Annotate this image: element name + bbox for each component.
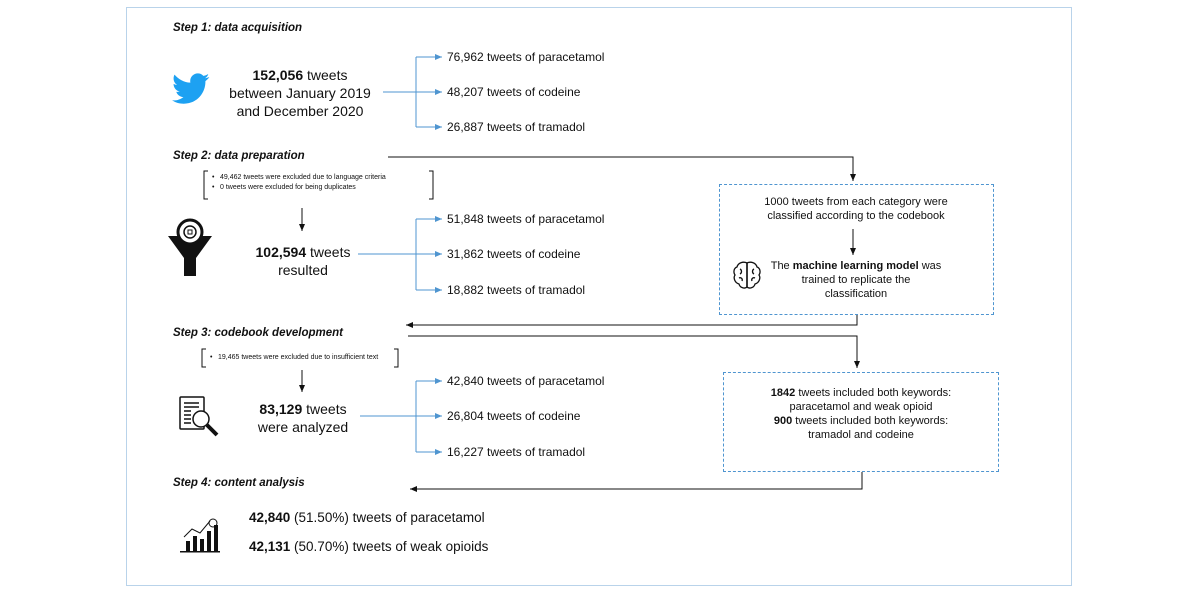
keywords-box-text: 1842 tweets included both keywords: para… (724, 386, 998, 442)
keywords-box (723, 372, 999, 472)
result-paracetamol: 42,840 (51.50%) tweets of paracetamol (249, 510, 485, 525)
kw-line2: paracetamol and weak opioid (789, 401, 933, 413)
stage2-count: 102,594 (255, 244, 307, 260)
ml-box-line3c: was (918, 260, 942, 272)
stage3-branch-codeine: 26,804 tweets of codeine (447, 409, 581, 423)
note-brackets (201, 170, 434, 368)
flow-arrows (299, 156, 863, 492)
brain-icon (733, 261, 761, 289)
stage2-note: 49,462 tweets were excluded due to langu… (212, 173, 386, 183)
step4-label: Step 4: content analysis (173, 477, 305, 489)
stage1-count: 152,056 (252, 67, 304, 83)
stage2-summary: 102,594 tweets resulted (228, 243, 378, 279)
ml-box-line4: trained to replicate the (801, 274, 911, 286)
figure-frame (126, 7, 1072, 586)
step3-label: Step 3: codebook development (173, 327, 343, 339)
step3-branch-lines (360, 378, 442, 455)
kw-count-2: 900 (773, 415, 793, 427)
step1-label: Step 1: data acquisition (173, 22, 303, 34)
twitter-bird-icon (172, 73, 210, 104)
ml-box-line2: classified according to the codebook (767, 210, 945, 222)
ml-box-line1: 1000 tweets from each category were (764, 196, 948, 208)
kw-line1: tweets included both keywords: (795, 387, 952, 399)
stage3-branch-paracetamol: 42,840 tweets of paracetamol (447, 374, 605, 388)
stage3-count: 83,129 (259, 401, 303, 417)
stage1-branch-tramadol: 26,887 tweets of tramadol (447, 120, 586, 134)
result2-text: (50.70%) tweets of weak opioids (290, 539, 489, 554)
stage2-branch-paracetamol: 51,848 tweets of paracetamol (447, 212, 605, 226)
step1-branch-lines (383, 54, 442, 130)
step2-label: Step 2: data preparation (173, 150, 305, 162)
result1-count: 42,840 (249, 510, 291, 525)
stage1-branch-paracetamol: 76,962 tweets of paracetamol (447, 50, 605, 64)
funnel-icon (168, 218, 212, 276)
ml-model-box (719, 184, 994, 315)
stage3-branch-tramadol: 16,227 tweets of tramadol (447, 445, 586, 459)
stage3-line1: tweets (302, 401, 347, 417)
ml-box-line3a: The (770, 260, 793, 272)
stage2-line1: tweets (306, 244, 351, 260)
result-weak-opioids: 42,131 (50.70%) tweets of weak opioids (249, 539, 488, 554)
kw-line4: tramadol and codeine (808, 429, 914, 441)
step2-branch-lines (358, 216, 442, 293)
stage2-line2: resulted (278, 262, 328, 278)
stage1-summary: 152,056 tweets between January 2019 and … (225, 66, 375, 120)
ml-box-line3b: machine learning model (792, 260, 919, 272)
bar-chart-icon (180, 518, 220, 553)
kw-line3: tweets included both keywords: (792, 415, 949, 427)
ml-box-line5: classification (824, 288, 888, 300)
stage3-line2: were analyzed (257, 419, 349, 435)
stage1-branch-codeine: 48,207 tweets of codeine (447, 85, 581, 99)
document-search-icon (179, 396, 219, 437)
result2-count: 42,131 (249, 539, 291, 554)
stage3-summary: 83,129 tweets were analyzed (228, 400, 378, 436)
stage2-branch-codeine: 31,862 tweets of codeine (447, 247, 581, 261)
kw-count-1: 1842 (770, 387, 796, 399)
stage3-exclusion-notes: 19,465 tweets were excluded due to insuf… (210, 353, 378, 363)
stage2-exclusion-notes: 49,462 tweets were excluded due to langu… (212, 173, 386, 193)
stage1-line3: and December 2020 (236, 103, 364, 119)
stage1-line1: tweets (303, 67, 348, 83)
result1-text: (51.50%) tweets of paracetamol (290, 510, 485, 525)
ml-box-bottom-text: The machine learning model was trained t… (768, 259, 944, 301)
ml-box-top-text: 1000 tweets from each category were clas… (720, 195, 992, 223)
stage2-note: 0 tweets were excluded for being duplica… (212, 183, 386, 193)
stage2-branch-tramadol: 18,882 tweets of tramadol (447, 283, 586, 297)
stage1-line2: between January 2019 (229, 85, 371, 101)
stage3-note: 19,465 tweets were excluded due to insuf… (210, 353, 378, 363)
